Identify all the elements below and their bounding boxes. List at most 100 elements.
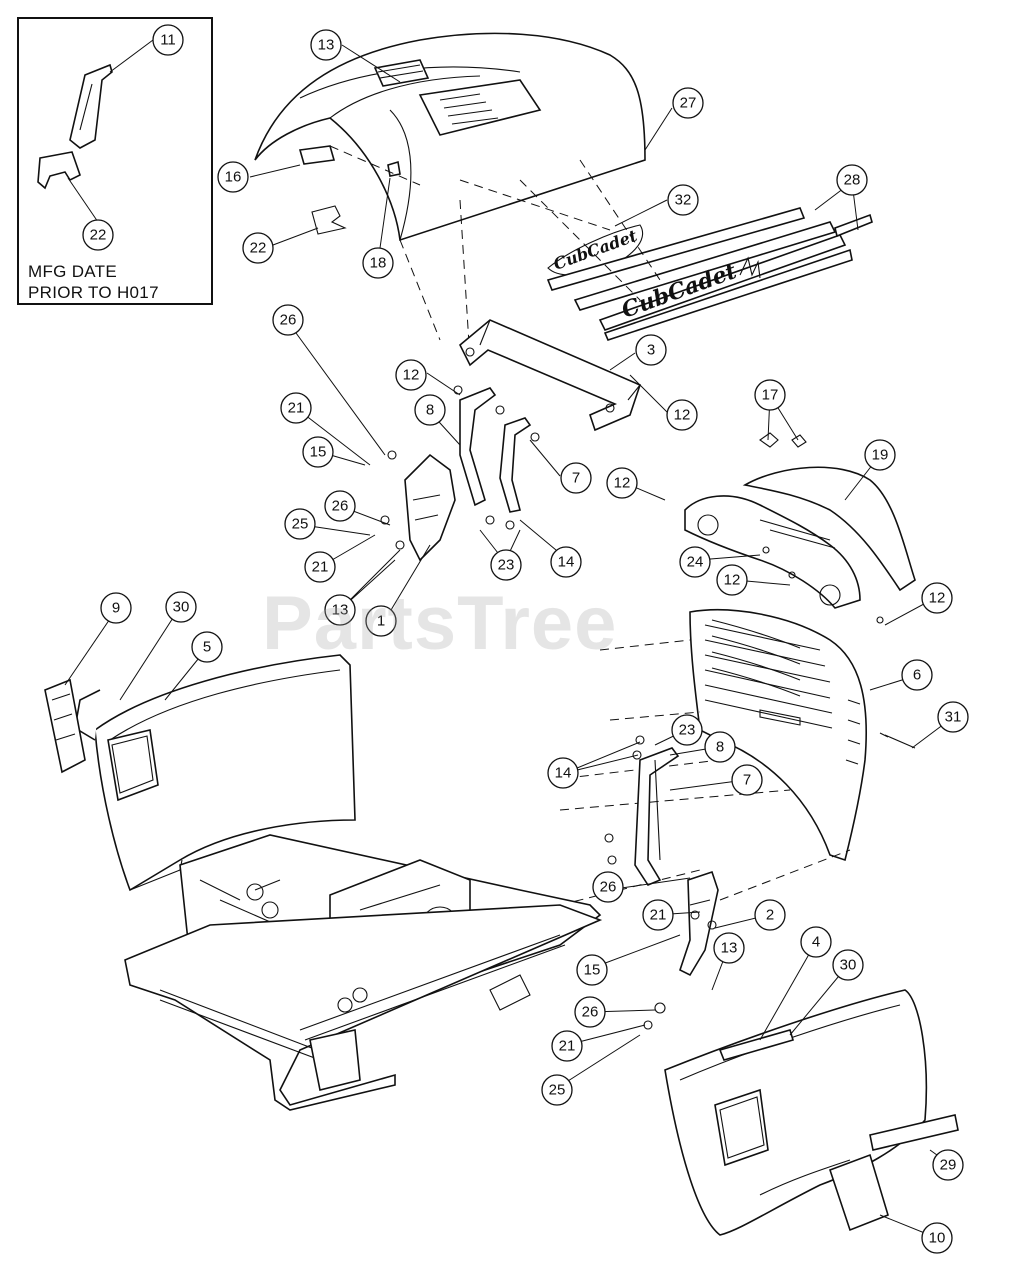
inset-note-line2: PRIOR TO H017 [28,283,159,302]
callout-8[interactable]: 8 [704,731,736,763]
svg-text:26: 26 [332,498,349,515]
svg-text:12: 12 [403,367,420,384]
svg-text:19: 19 [872,447,889,464]
callout-17[interactable]: 17 [754,379,786,411]
callout-13[interactable]: 13 [713,932,745,964]
callout-3[interactable]: 3 [635,334,667,366]
svg-text:23: 23 [498,557,515,574]
svg-text:16: 16 [225,169,242,186]
callout-19[interactable]: 19 [864,439,896,471]
inset-note-line1: MFG DATE [28,262,117,281]
svg-text:26: 26 [280,312,297,329]
callout-32[interactable]: 32 [667,184,699,216]
svg-text:4: 4 [812,934,820,951]
callout-12[interactable]: 12 [921,582,953,614]
svg-text:12: 12 [929,590,946,607]
callout-1[interactable]: 1 [365,605,397,637]
callout-11[interactable]: 11 [152,24,184,56]
left-bracket-assembly [380,385,540,562]
callout-7[interactable]: 7 [731,764,763,796]
svg-text:21: 21 [288,400,305,417]
callout-26[interactable]: 26 [574,996,606,1028]
hood-support-bracket [459,319,641,432]
callout-7[interactable]: 7 [560,462,592,494]
right-side-panel [664,989,928,1236]
svg-text:14: 14 [555,765,572,782]
svg-text:21: 21 [312,559,329,576]
callout-23[interactable]: 23 [490,549,522,581]
inset-note: MFG DATE PRIOR TO H017 [28,261,159,303]
callout-30[interactable]: 30 [165,591,197,623]
svg-text:21: 21 [559,1038,576,1055]
callout-2[interactable]: 2 [754,899,786,931]
callout-13[interactable]: 13 [310,29,342,61]
callout-21[interactable]: 21 [642,899,674,931]
callout-26[interactable]: 26 [272,304,304,336]
projection-lines-grille [549,639,851,906]
svg-text:18: 18 [370,255,387,272]
callout-25[interactable]: 25 [541,1074,573,1106]
svg-text:28: 28 [844,172,861,189]
svg-text:26: 26 [582,1004,599,1021]
callout-21[interactable]: 21 [304,551,336,583]
callout-24[interactable]: 24 [679,546,711,578]
callout-15[interactable]: 15 [576,954,608,986]
svg-text:24: 24 [687,554,704,571]
callout-15[interactable]: 15 [302,436,334,468]
callout-29[interactable]: 29 [932,1149,964,1181]
callout-12[interactable]: 12 [395,359,427,391]
callout-9[interactable]: 9 [100,592,132,624]
callout-26[interactable]: 26 [592,871,624,903]
callout-18[interactable]: 18 [362,247,394,279]
svg-text:12: 12 [614,475,631,492]
callout-13[interactable]: 13 [324,594,356,626]
svg-text:29: 29 [940,1157,957,1174]
svg-text:10: 10 [929,1230,946,1247]
svg-text:14: 14 [558,554,575,571]
callout-4[interactable]: 4 [800,926,832,958]
svg-text:15: 15 [310,444,327,461]
callout-30[interactable]: 30 [832,949,864,981]
callout-14[interactable]: 14 [547,757,579,789]
callout-21[interactable]: 21 [551,1030,583,1062]
callout-5[interactable]: 5 [191,631,223,663]
svg-text:31: 31 [945,709,962,726]
callout-12[interactable]: 12 [666,399,698,431]
callout-14[interactable]: 14 [550,546,582,578]
svg-text:25: 25 [292,516,309,533]
callout-6[interactable]: 6 [901,659,933,691]
callout-21[interactable]: 21 [280,392,312,424]
right-panel-clip [828,1153,889,1232]
callout-12[interactable]: 12 [716,564,748,596]
svg-text:13: 13 [318,37,335,54]
svg-text:27: 27 [680,95,697,112]
svg-text:22: 22 [90,227,107,244]
projection-lines-hood [329,145,661,361]
svg-text:32: 32 [675,192,692,209]
svg-text:30: 30 [173,599,190,616]
svg-text:8: 8 [716,739,724,756]
callout-12[interactable]: 12 [606,467,638,499]
right-bracket-assembly [604,735,719,1030]
callout-10[interactable]: 10 [921,1222,953,1254]
callout-23[interactable]: 23 [671,714,703,746]
callout-22[interactable]: 22 [82,219,114,251]
callout-16[interactable]: 16 [217,161,249,193]
callout-28[interactable]: 28 [836,164,868,196]
svg-text:12: 12 [674,407,691,424]
chassis-frame [124,834,603,1111]
callout-22[interactable]: 22 [242,232,274,264]
svg-text:26: 26 [600,879,617,896]
callout-27[interactable]: 27 [672,87,704,119]
callout-31[interactable]: 31 [937,701,969,733]
svg-text:23: 23 [679,722,696,739]
callout-25[interactable]: 25 [284,508,316,540]
svg-text:12: 12 [724,572,741,589]
svg-text:22: 22 [250,240,267,257]
svg-text:1: 1 [377,613,385,630]
callout-8[interactable]: 8 [414,394,446,426]
inset-parts [37,63,113,190]
svg-text:15: 15 [584,962,601,979]
callout-26[interactable]: 26 [324,490,356,522]
